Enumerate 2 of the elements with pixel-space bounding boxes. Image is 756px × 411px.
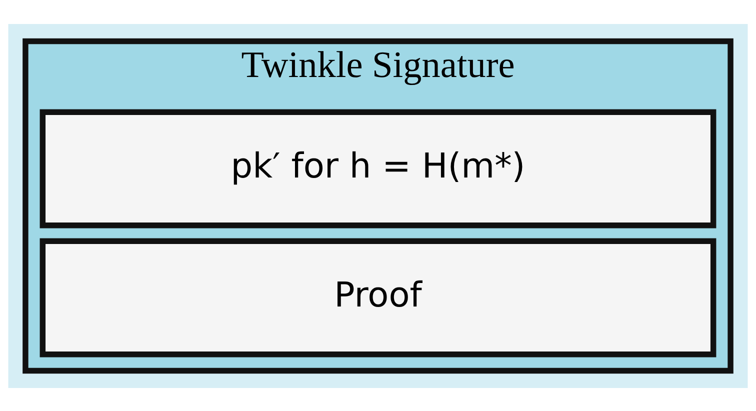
node-box: pk′ for h = H(m*) — [40, 108, 716, 228]
node-box: Proof — [40, 238, 716, 357]
